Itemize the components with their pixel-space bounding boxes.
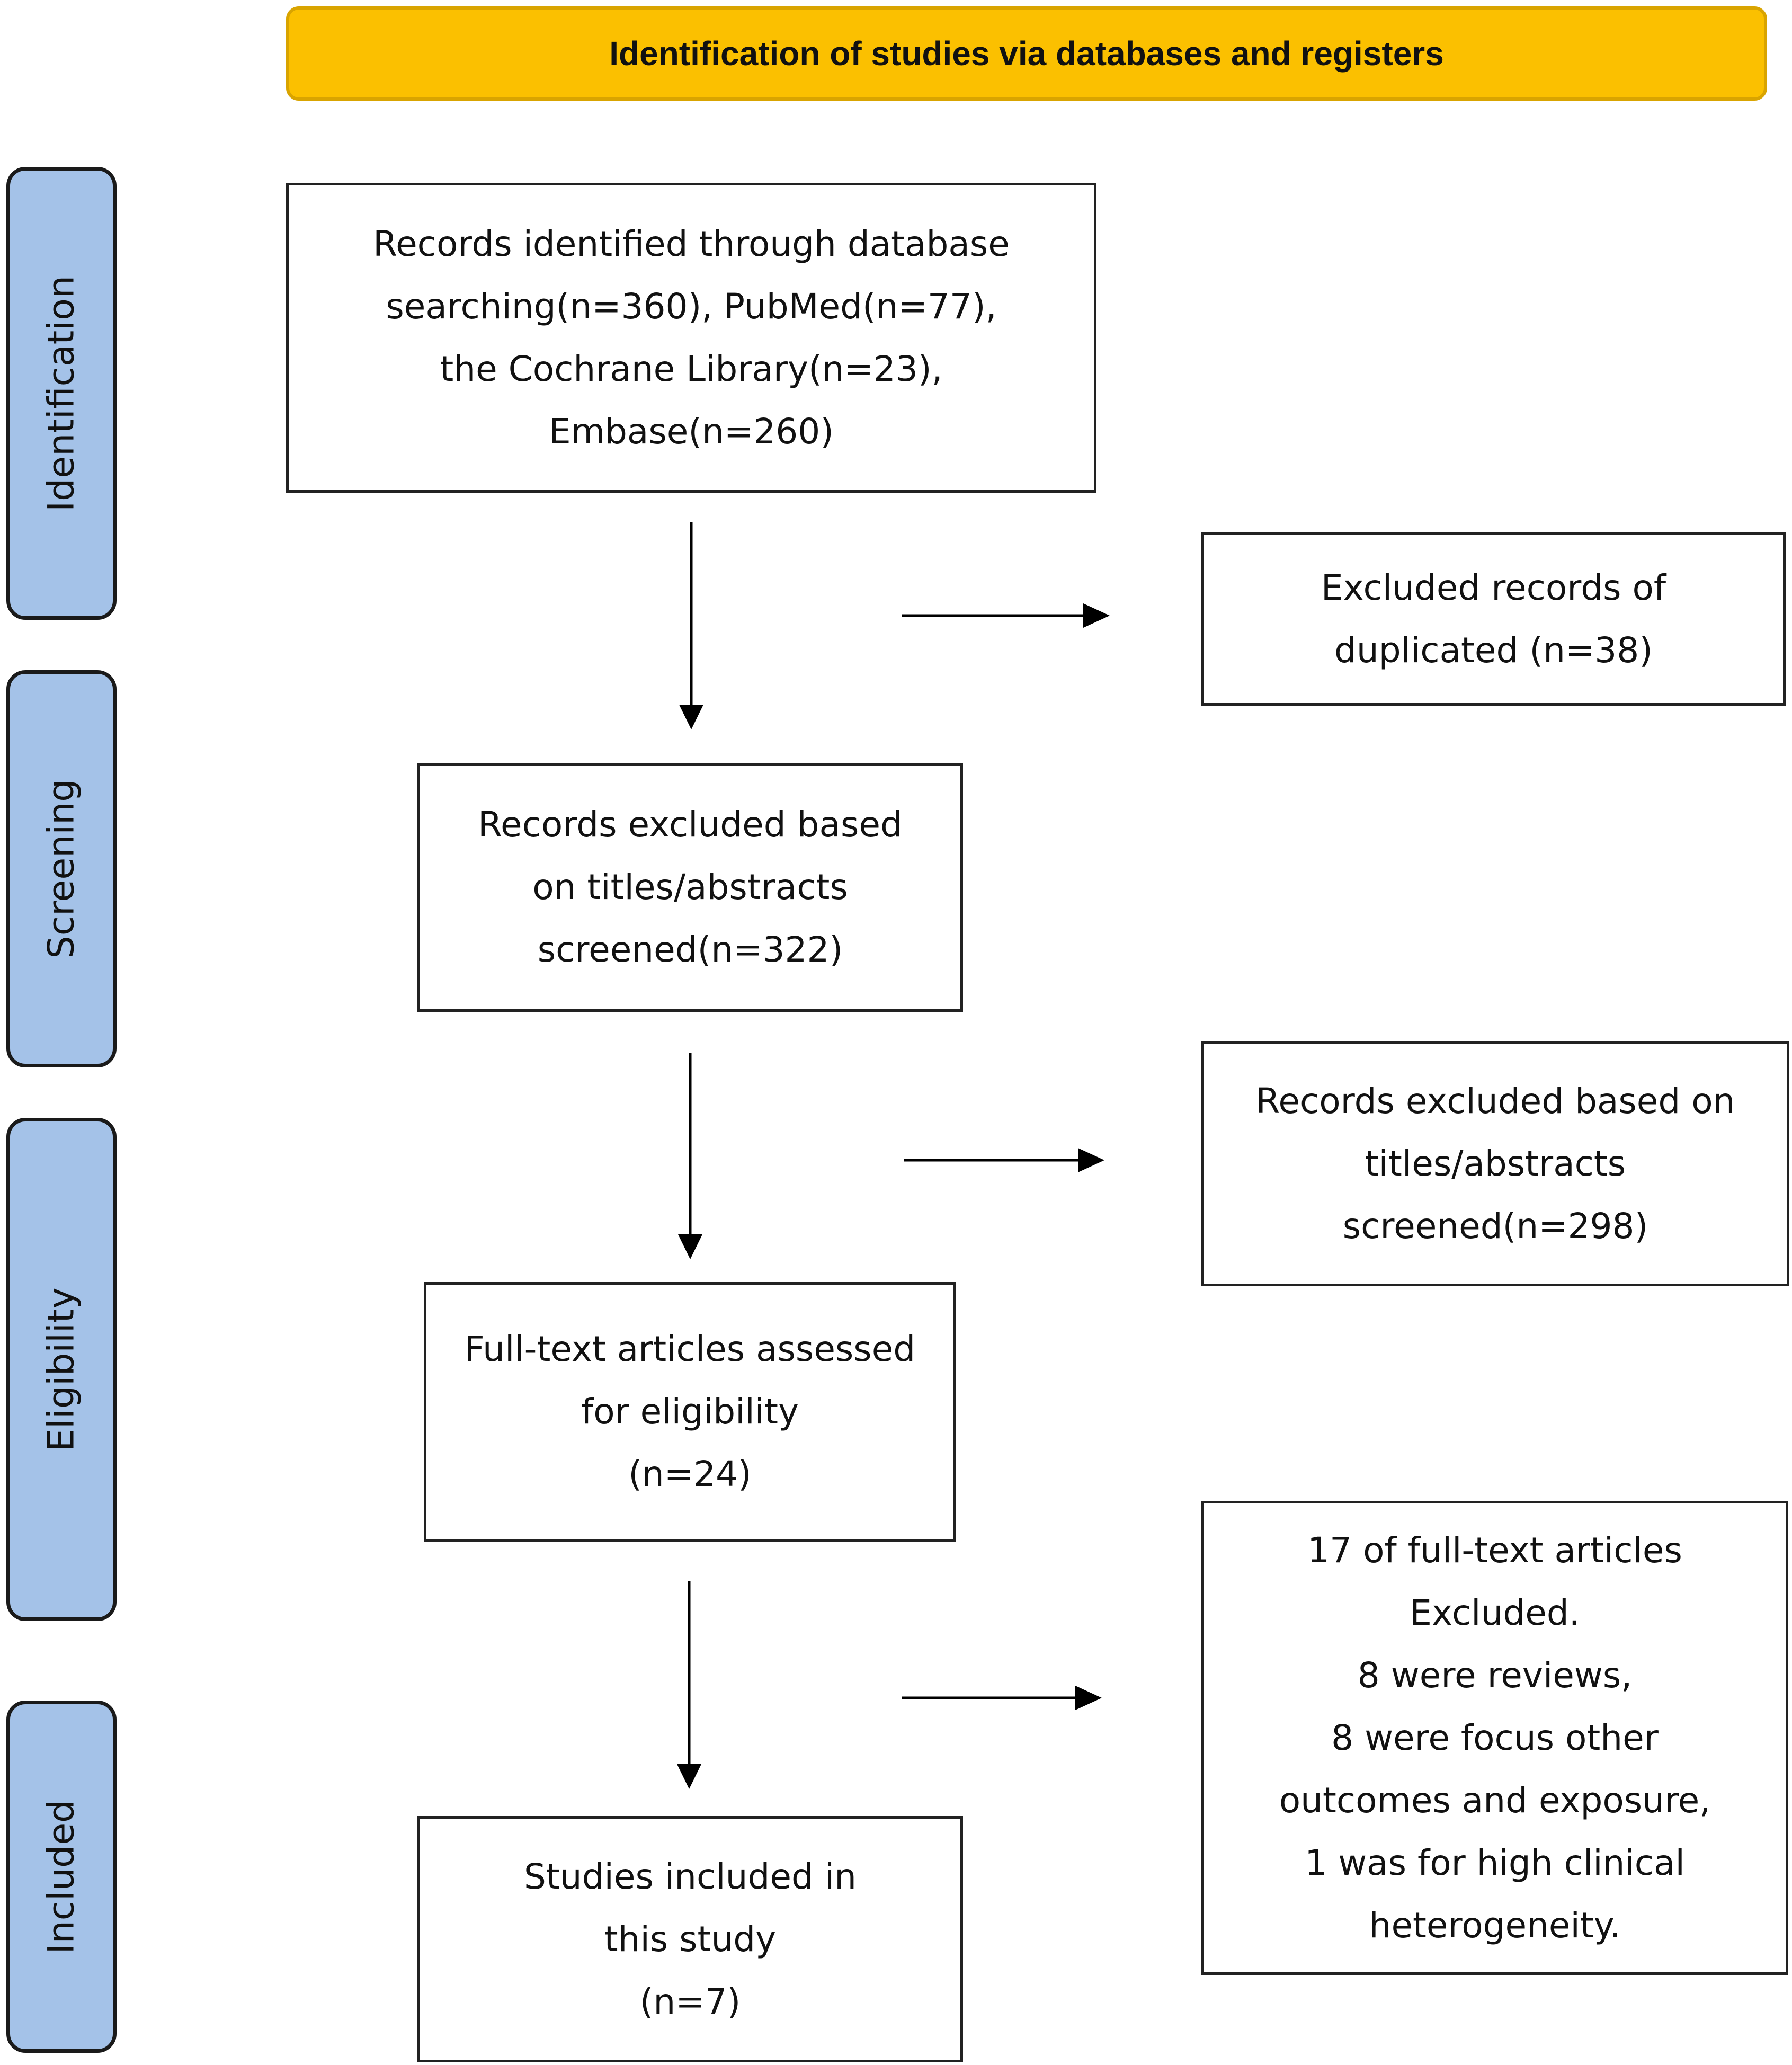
phase-eligibility: Eligibility bbox=[6, 1118, 117, 1621]
box-line: the Cochrane Library(n=23), bbox=[440, 348, 943, 389]
box-line: Records identified through database bbox=[373, 223, 1010, 264]
box-line: searching(n=360), PubMed(n=77), bbox=[386, 286, 997, 327]
box-duplicates-excluded: Excluded records of duplicated (n=38) bbox=[1201, 532, 1786, 706]
arrow-down-1-head bbox=[679, 705, 703, 729]
box-line: (n=7) bbox=[639, 1981, 741, 2022]
arrow-right-2-head bbox=[1078, 1148, 1104, 1172]
box-line: 1 was for high clinical bbox=[1305, 1842, 1685, 1883]
box-line: Records excluded based bbox=[478, 804, 903, 845]
header-banner: Identification of studies via databases … bbox=[286, 6, 1767, 101]
arrow-down-2-head bbox=[678, 1234, 702, 1259]
box-line: outcomes and exposure, bbox=[1279, 1779, 1711, 1821]
box-line: duplicated (n=38) bbox=[1334, 629, 1653, 671]
box-line: Records excluded based on bbox=[1255, 1080, 1735, 1121]
box-records-identified: Records identified through database sear… bbox=[286, 183, 1096, 493]
box-line: (n=24) bbox=[628, 1454, 752, 1494]
phase-identification: Identification bbox=[6, 167, 117, 620]
box-line: 8 were focus other bbox=[1331, 1717, 1659, 1758]
arrow-down-3-head bbox=[677, 1764, 701, 1789]
box-line: Full-text articles assessed bbox=[464, 1329, 916, 1369]
box-line: for eligibility bbox=[581, 1391, 799, 1432]
box-line: this study bbox=[604, 1918, 777, 1960]
box-records-screened: Records excluded based on titles/abstrac… bbox=[417, 763, 963, 1012]
box-line: 8 were reviews, bbox=[1357, 1654, 1633, 1696]
box-line: Studies included in bbox=[524, 1856, 857, 1897]
header-title: Identification of studies via databases … bbox=[609, 34, 1444, 73]
box-fulltext-assessed: Full-text articles assessed for eligibil… bbox=[424, 1282, 956, 1542]
arrow-right-3-head bbox=[1075, 1686, 1102, 1710]
box-line: screened(n=298) bbox=[1342, 1205, 1648, 1247]
box-line: Embase(n=260) bbox=[549, 411, 834, 452]
box-screen-excluded: Records excluded based on titles/abstrac… bbox=[1201, 1041, 1789, 1286]
box-line: Excluded records of bbox=[1321, 567, 1666, 608]
box-studies-included: Studies included in this study (n=7) bbox=[417, 1816, 963, 2062]
box-line: on titles/abstracts bbox=[532, 867, 848, 907]
box-line: titles/abstracts bbox=[1365, 1143, 1626, 1184]
phase-included: Included bbox=[6, 1701, 117, 2053]
phase-screening: Screening bbox=[6, 670, 117, 1067]
box-line: heterogeneity. bbox=[1369, 1904, 1621, 1946]
box-line: Excluded. bbox=[1410, 1592, 1580, 1633]
box-line: screened(n=322) bbox=[537, 929, 843, 970]
box-fulltext-excluded: 17 of full-text articles Excluded. 8 wer… bbox=[1201, 1501, 1788, 1975]
box-line: 17 of full-text articles bbox=[1307, 1529, 1682, 1571]
arrow-right-1-head bbox=[1083, 603, 1110, 628]
